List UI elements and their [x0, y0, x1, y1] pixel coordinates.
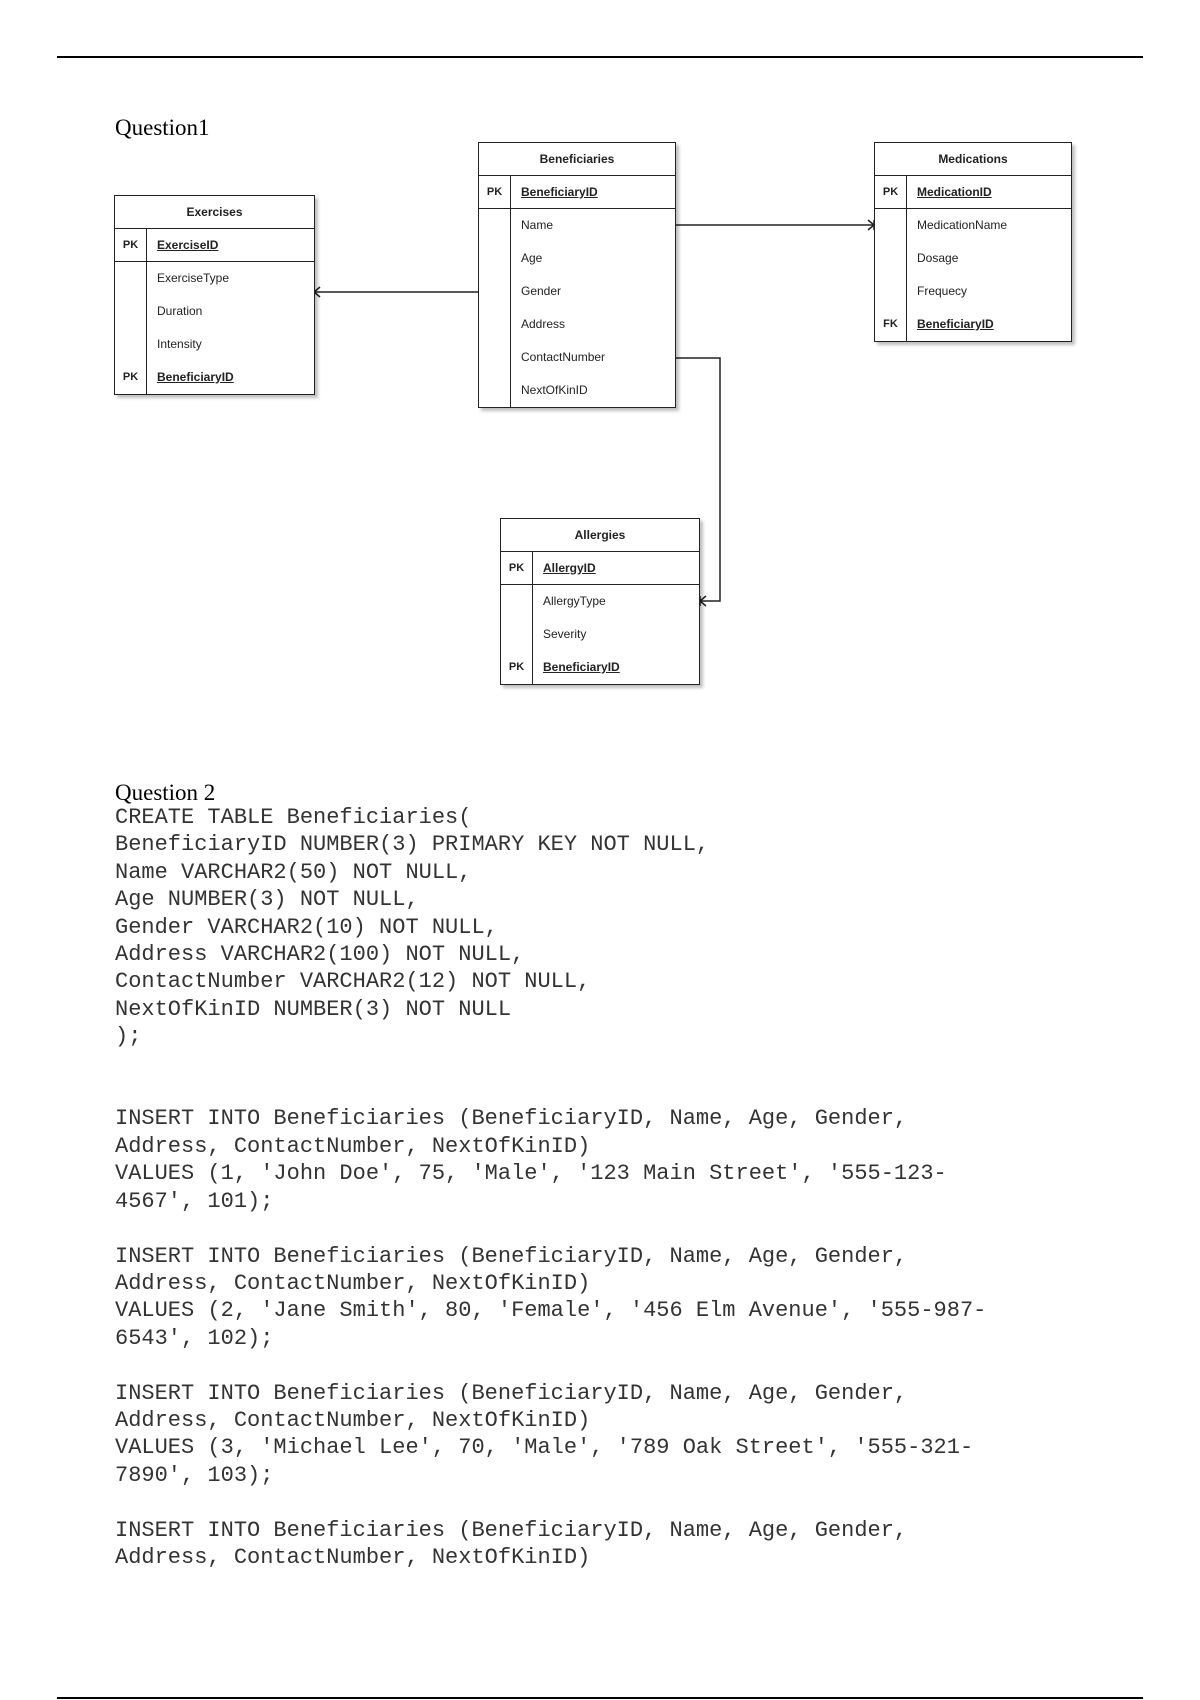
field-row: Duration: [115, 295, 314, 328]
field-name: Age: [521, 251, 543, 265]
field-name: Frequecy: [917, 284, 968, 298]
fk-label: PK: [501, 651, 533, 684]
field-name: Intensity: [157, 337, 202, 351]
field-row: Severity: [501, 618, 699, 651]
field-row: FK BeneficiaryID: [875, 308, 1071, 341]
code-line: Address VARCHAR2(100) NOT NULL,: [115, 942, 525, 968]
pk-field: BeneficiaryID: [521, 185, 598, 199]
code-line: INSERT INTO Beneficiaries (BeneficiaryID…: [115, 1243, 908, 1269]
sql-code-block: CREATE TABLE Beneficiaries( BeneficiaryI…: [115, 804, 986, 1571]
code-line: Address, ContactNumber, NextOfKinID): [115, 1544, 591, 1570]
pk-label: PK: [501, 552, 533, 584]
entity-exercises: Exercises PK ExerciseID ExerciseType Dur…: [114, 195, 315, 395]
code-line: VALUES (1, 'John Doe', 75, 'Male', '123 …: [115, 1161, 947, 1187]
code-line: NextOfKinID NUMBER(3) NOT NULL: [115, 996, 512, 1022]
entity-beneficiaries: Beneficiaries PK BeneficiaryID Name Age …: [478, 142, 676, 408]
field-row: Dosage: [875, 242, 1071, 275]
field-name: ContactNumber: [521, 350, 606, 364]
code-line: INSERT INTO Beneficiaries (BeneficiaryID…: [115, 1517, 908, 1543]
code-line: Age NUMBER(3) NOT NULL,: [115, 887, 419, 913]
bottom-rule: [57, 1697, 1143, 1699]
field-row: Age: [479, 242, 675, 275]
field-name: Address: [521, 317, 566, 331]
field-name: Dosage: [917, 251, 959, 265]
code-line: 6543', 102);: [115, 1325, 274, 1351]
code-line: Address, ContactNumber, NextOfKinID): [115, 1270, 591, 1296]
pk-field: MedicationID: [917, 185, 992, 199]
fk-field: BeneficiaryID: [543, 660, 620, 674]
field-row: PK BeneficiaryID: [501, 651, 699, 684]
code-line: 7890', 103);: [115, 1462, 274, 1488]
field-name: NextOfKinID: [521, 383, 588, 397]
entity-title: Exercises: [115, 196, 314, 229]
code-line: CREATE TABLE Beneficiaries(: [115, 805, 472, 830]
entity-title: Beneficiaries: [479, 143, 675, 176]
code-line: Address, ContactNumber, NextOfKinID): [115, 1133, 591, 1159]
pk-row: PK AllergyID: [501, 552, 699, 585]
question1-heading: Question1: [115, 115, 210, 140]
field-row: Frequecy: [875, 275, 1071, 308]
code-line: Name VARCHAR2(50) NOT NULL,: [115, 859, 472, 885]
code-line: BeneficiaryID NUMBER(3) PRIMARY KEY NOT …: [115, 832, 710, 858]
entity-allergies: Allergies PK AllergyID AllergyType Sever…: [500, 518, 700, 685]
entity-title: Allergies: [501, 519, 699, 552]
field-row: Address: [479, 308, 675, 341]
question2-heading: Question 2: [115, 780, 216, 805]
code-line: INSERT INTO Beneficiaries (BeneficiaryID…: [115, 1380, 908, 1406]
field-name: ExerciseType: [157, 271, 230, 285]
field-name: Severity: [543, 627, 587, 641]
field-row: Name: [479, 209, 675, 242]
code-line: );: [115, 1024, 142, 1050]
code-line: VALUES (3, 'Michael Lee', 70, 'Male', '7…: [115, 1435, 974, 1461]
field-name: Duration: [157, 304, 203, 318]
fk-label: FK: [875, 308, 907, 341]
field-name: Name: [521, 218, 554, 232]
field-row: MedicationName: [875, 209, 1071, 242]
field-name: AllergyType: [543, 594, 606, 608]
code-line: ContactNumber VARCHAR2(12) NOT NULL,: [115, 969, 591, 995]
entity-title: Medications: [875, 143, 1071, 176]
pk-field: ExerciseID: [157, 238, 219, 252]
pk-label: PK: [875, 176, 907, 208]
pk-row: PK ExerciseID: [115, 229, 314, 262]
pk-label: PK: [115, 229, 147, 261]
code-line: Gender VARCHAR2(10) NOT NULL,: [115, 914, 498, 940]
rel-beneficiaries-allergies: [676, 357, 721, 602]
fk-field: BeneficiaryID: [157, 370, 234, 384]
pk-row: PK BeneficiaryID: [479, 176, 675, 209]
field-name: MedicationName: [917, 218, 1008, 232]
pk-label: PK: [479, 176, 511, 208]
field-name: Gender: [521, 284, 562, 298]
entity-medications: Medications PK MedicationID MedicationNa…: [874, 142, 1072, 342]
field-row: Gender: [479, 275, 675, 308]
field-row: NextOfKinID: [479, 374, 675, 407]
code-line: 4567', 101);: [115, 1188, 274, 1214]
field-row: AllergyType: [501, 585, 699, 618]
code-line: Address, ContactNumber, NextOfKinID): [115, 1407, 591, 1433]
fk-field: BeneficiaryID: [917, 317, 994, 331]
field-row: ContactNumber: [479, 341, 675, 374]
pk-field: AllergyID: [543, 561, 596, 575]
pk-row: PK MedicationID: [875, 176, 1071, 209]
field-row: Intensity: [115, 328, 314, 361]
field-row: ExerciseType: [115, 262, 314, 295]
field-row: PK BeneficiaryID: [115, 361, 314, 394]
top-rule: [57, 56, 1143, 58]
er-relationship-lines: [313, 219, 875, 607]
code-line: INSERT INTO Beneficiaries (BeneficiaryID…: [115, 1106, 908, 1132]
fk-label: PK: [115, 361, 147, 394]
code-line: VALUES (2, 'Jane Smith', 80, 'Female', '…: [115, 1298, 987, 1324]
